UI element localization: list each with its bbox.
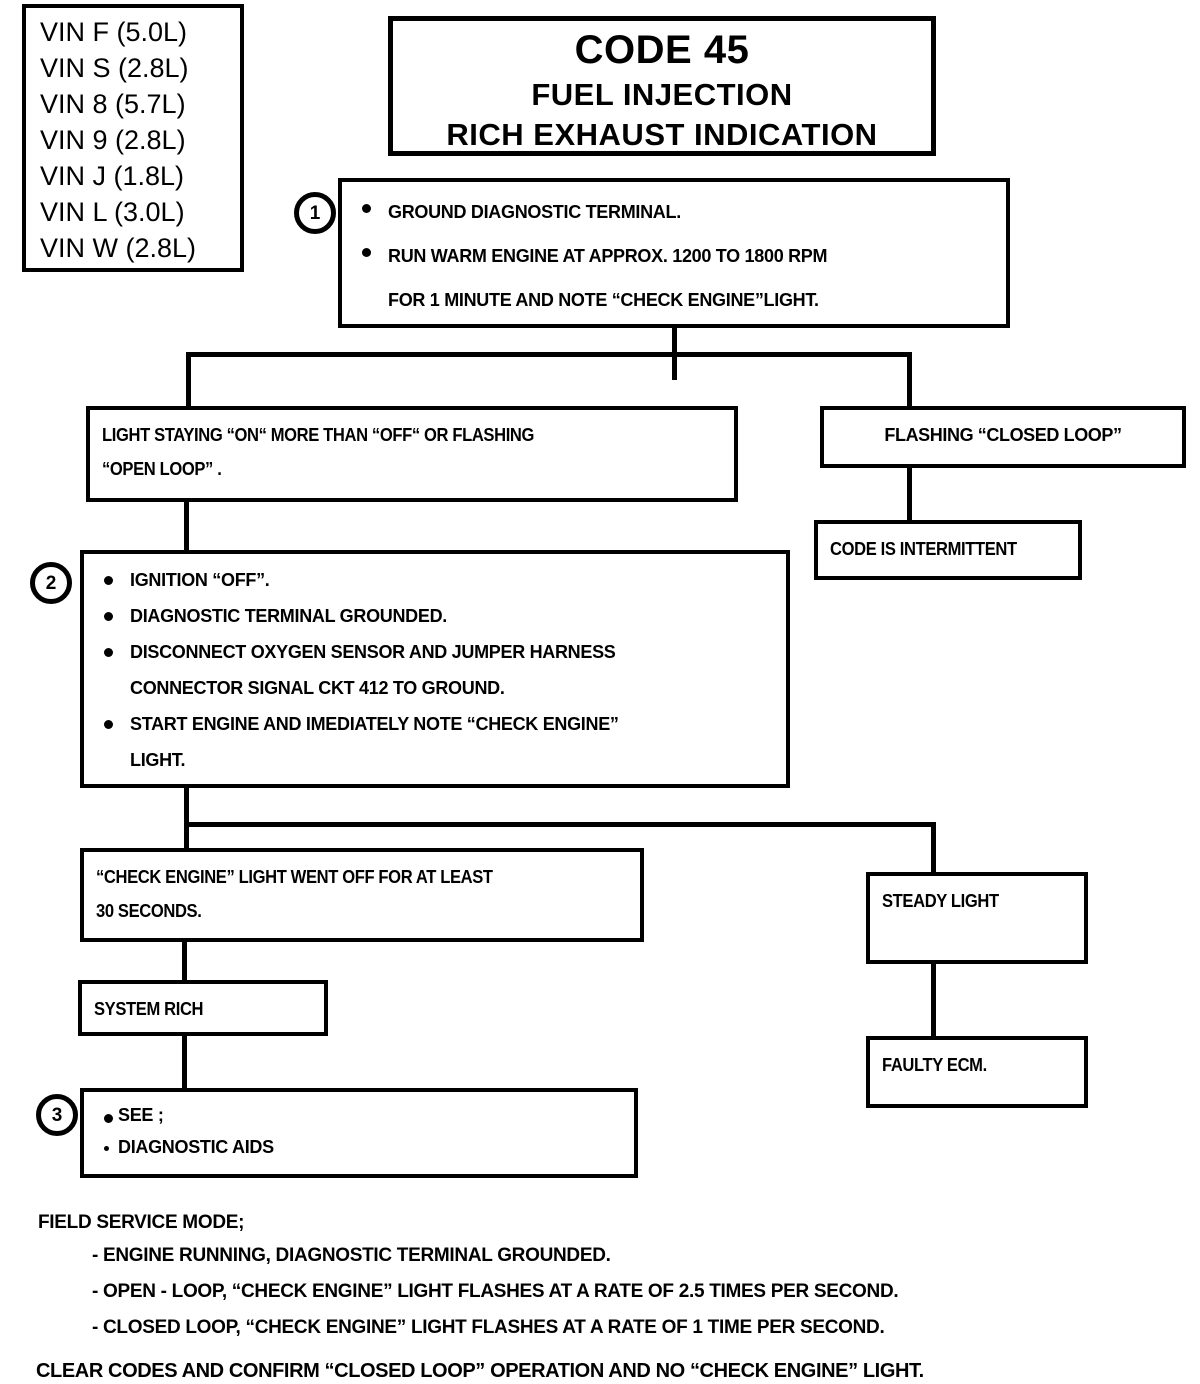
vin-legend-line: VIN J (1.8L) (40, 161, 185, 191)
footer-closing: CLEAR CODES AND CONFIRM “CLOSED LOOP” OP… (36, 1360, 924, 1382)
light-off-line1: “CHECK ENGINE” LIGHT WENT OFF FOR AT LEA… (96, 867, 493, 887)
connector-to-steady-light (931, 822, 936, 874)
footer-heading: FIELD SERVICE MODE; (38, 1212, 245, 1233)
system-rich-box: SYSTEM RICH (78, 980, 328, 1036)
vin-legend-line: VIN 9 (2.8L) (40, 125, 186, 155)
page-title-system: FUEL INJECTION (531, 77, 793, 112)
connector-step2-down (184, 788, 189, 826)
step2-item: IGNITION “OFF”. (96, 562, 774, 598)
light-went-off-box: “CHECK ENGINE” LIGHT WENT OFF FOR AT LEA… (80, 848, 644, 942)
step1-item: FOR 1 MINUTE AND NOTE “CHECK ENGINE”LIGH… (388, 290, 819, 310)
vin-legend-line: VIN 8 (5.7L) (40, 89, 186, 119)
footer-notes: FIELD SERVICE MODE; - ENGINE RUNNING, DI… (0, 1208, 1200, 1384)
page-title-description: RICH EXHAUST INDICATION (446, 117, 878, 152)
connector-to-open-loop (186, 352, 191, 408)
step-marker-1: 1 (294, 192, 336, 234)
faulty-ecm-label: FAULTY ECM. (882, 1055, 987, 1075)
step1-item: GROUND DIAGNOSTIC TERMINAL. (354, 190, 994, 234)
step3-box: SEE ; DIAGNOSTIC AIDS (80, 1088, 638, 1178)
connector-steadylight-to-faultyecm (931, 964, 936, 1038)
title-box: CODE 45 FUEL INJECTION RICH EXHAUST INDI… (388, 16, 936, 156)
connector-openloop-to-step2 (184, 502, 189, 550)
faulty-ecm-box: FAULTY ECM. (866, 1036, 1088, 1108)
vin-legend-line: VIN L (3.0L) (40, 197, 185, 227)
system-rich-label: SYSTEM RICH (94, 999, 204, 1019)
connector-to-light-off (184, 822, 189, 850)
light-off-line2: 30 SECONDS. (96, 901, 202, 921)
connector-systemrich-to-step3 (182, 1036, 187, 1090)
vin-legend-line: VIN F (5.0L) (40, 17, 188, 47)
step3-item: DIAGNOSTIC AIDS (96, 1130, 622, 1164)
step2-item: START ENGINE AND IMEDIATELY NOTE “CHECK … (96, 706, 774, 742)
step2-list: IGNITION “OFF”. DIAGNOSTIC TERMINAL GROU… (96, 562, 774, 778)
page-title-code: CODE 45 (574, 28, 750, 72)
connector-step2-split-bar (184, 822, 936, 827)
step1-item: RUN WARM ENGINE AT APPROX. 1200 TO 1800 … (354, 234, 994, 278)
step2-item: LIGHT. (130, 750, 186, 770)
step-marker-3: 3 (36, 1094, 78, 1136)
step1-box: GROUND DIAGNOSTIC TERMINAL. RUN WARM ENG… (338, 178, 1010, 328)
connector-to-closed-loop (907, 352, 912, 408)
connector-split-bar (186, 352, 912, 357)
vin-legend-box: VIN F (5.0L) VIN S (2.8L) VIN 8 (5.7L) V… (22, 4, 244, 272)
step-marker-2: 2 (30, 562, 72, 604)
step2-item: DIAGNOSTIC TERMINAL GROUNDED. (96, 598, 774, 634)
footer-item: - OPEN - LOOP, “CHECK ENGINE” LIGHT FLAS… (92, 1281, 899, 1302)
closed-loop-branch-box: FLASHING “CLOSED LOOP” (820, 406, 1186, 468)
footer-item: - ENGINE RUNNING, DIAGNOSTIC TERMINAL GR… (92, 1245, 611, 1266)
steady-light-box: STEADY LIGHT (866, 872, 1088, 964)
code-intermittent-label: CODE IS INTERMITTENT (830, 539, 1017, 559)
open-loop-line2: “OPEN LOOP” . (102, 459, 222, 479)
closed-loop-label: FLASHING “CLOSED LOOP” (884, 425, 1122, 445)
open-loop-line1: LIGHT STAYING “ON“ MORE THAN “OFF“ OR FL… (102, 425, 535, 445)
step2-item: DISCONNECT OXYGEN SENSOR AND JUMPER HARN… (96, 634, 774, 670)
footer-item: - CLOSED LOOP, “CHECK ENGINE” LIGHT FLAS… (92, 1317, 885, 1338)
step2-box: IGNITION “OFF”. DIAGNOSTIC TERMINAL GROU… (80, 550, 790, 788)
open-loop-branch-box: LIGHT STAYING “ON“ MORE THAN “OFF“ OR FL… (86, 406, 738, 502)
code-intermittent-box: CODE IS INTERMITTENT (814, 520, 1082, 580)
step1-list: GROUND DIAGNOSTIC TERMINAL. RUN WARM ENG… (354, 190, 994, 322)
step3-item: SEE ; (96, 1100, 622, 1130)
connector-closedloop-to-intermittent (907, 468, 912, 520)
steady-light-label: STEADY LIGHT (882, 891, 999, 911)
vin-legend-line: VIN S (2.8L) (40, 53, 189, 83)
connector-lightoff-to-systemrich (182, 942, 187, 982)
vin-legend-line: VIN W (2.8L) (40, 233, 197, 263)
step2-item: CONNECTOR SIGNAL CKT 412 TO GROUND. (130, 678, 505, 698)
step3-list: SEE ; DIAGNOSTIC AIDS (96, 1100, 622, 1164)
